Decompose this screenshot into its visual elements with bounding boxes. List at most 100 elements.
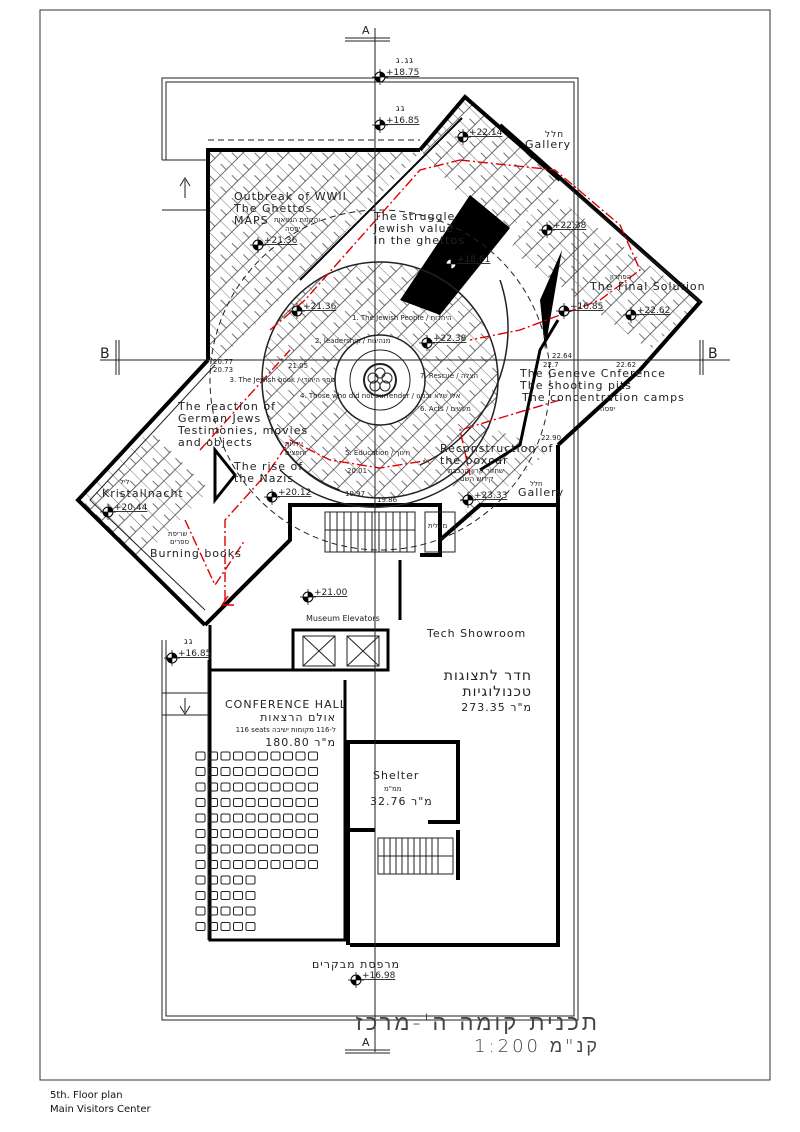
seat [295,782,306,792]
label: Kristallnacht [102,487,184,500]
label: חלל [530,480,543,488]
level: 20.73 [213,366,233,374]
label: הפתרון [610,273,631,281]
section-lines: A A B B [100,24,730,1054]
seat [220,844,231,854]
terrace-outline [161,77,579,1021]
drawing-frame [39,9,771,1081]
label: יפסה [285,225,300,233]
seat [245,813,256,823]
seat [283,782,293,792]
seat [195,891,206,900]
seat [233,906,243,916]
label: In the ghettos [374,234,465,247]
seat [220,922,231,931]
level: 20.01 [347,467,367,475]
elevation-value: +16.98 [362,971,396,981]
elevation-value: +20.12 [278,488,311,498]
seat [258,829,268,838]
label: The concentration camps [521,391,685,404]
label: עדויות [285,440,303,448]
label: 5. Education / חינוך [345,449,410,457]
seat [195,860,206,869]
floor-finish-hatch [78,97,700,560]
label: Burning books [150,547,242,560]
seat [195,798,206,807]
seat [233,875,243,885]
seat [195,782,206,792]
elevation-value: +22.38 [433,334,467,344]
seat [283,751,293,761]
seat [208,906,218,916]
arrow-down-icon [179,698,191,715]
seat [258,844,268,854]
seat [308,829,318,838]
level: 22.64 [552,352,573,360]
seat [245,782,256,792]
seat [220,813,231,823]
seat [245,751,256,761]
seat [308,751,318,761]
label: ליל [120,478,130,486]
seat [195,922,206,931]
level: 22.90 [541,434,561,442]
section-mark-b-right: B [708,346,719,362]
label: The shooting pits [519,379,632,392]
arrow-up-icon [179,177,191,198]
seat [245,922,256,931]
label: Gallery [518,486,564,499]
level-numbers: 20.77 20.73 21.05 22.64 22.7 22.62 22.90… [213,352,636,504]
label: קידוש השם [460,475,494,483]
seat [245,875,256,885]
elevation-value: +16.85 [178,649,211,659]
label: אולם הרצאות [260,711,336,724]
label: גג.ג [396,56,414,66]
label: 273.35 מ"ר [461,701,532,714]
seat [258,798,268,807]
seat [195,844,206,854]
seat [195,813,206,823]
seat [295,813,306,823]
seat [233,860,243,869]
label: The Ghettos [233,202,312,215]
seat [295,844,306,854]
conference-seating [195,751,318,931]
seat [245,891,256,900]
seat [295,751,306,761]
label: ספרים [170,538,190,546]
seat [195,906,206,916]
room-labels: חלל Gallery Outbreak of WWII The Ghettos… [102,130,706,971]
seat [233,767,243,776]
seat [208,798,218,807]
elevation-value: +16.85 [570,302,603,312]
label: The Geneve Cnference [519,367,666,380]
label: 32.76 מ"ר [370,795,433,808]
seat [245,906,256,916]
seat [233,891,243,900]
seat [220,798,231,807]
seat [283,844,293,854]
seat [220,829,231,838]
label: The Final Solution [589,280,706,293]
seat [245,860,256,869]
elevation-value: +22.62 [637,306,670,316]
elevation-value: +22.38 [553,221,587,231]
seat [208,875,218,885]
seat [208,813,218,823]
elevation-value: +21.36 [303,302,337,312]
level: 22.7 [543,361,559,369]
stairs [324,511,456,875]
level: 21.05 [288,362,308,370]
label: Outbreak of WWII [234,190,347,203]
seat [195,751,206,761]
label: Shelter [373,769,419,782]
label: שריפת [168,530,187,538]
seat [270,860,281,869]
seat [233,798,243,807]
seat [208,782,218,792]
label: the boxcar [440,454,509,467]
seat [283,829,293,838]
seat [270,813,281,823]
label: CONFERENCE HALL [225,698,347,711]
label: גג [396,104,405,114]
